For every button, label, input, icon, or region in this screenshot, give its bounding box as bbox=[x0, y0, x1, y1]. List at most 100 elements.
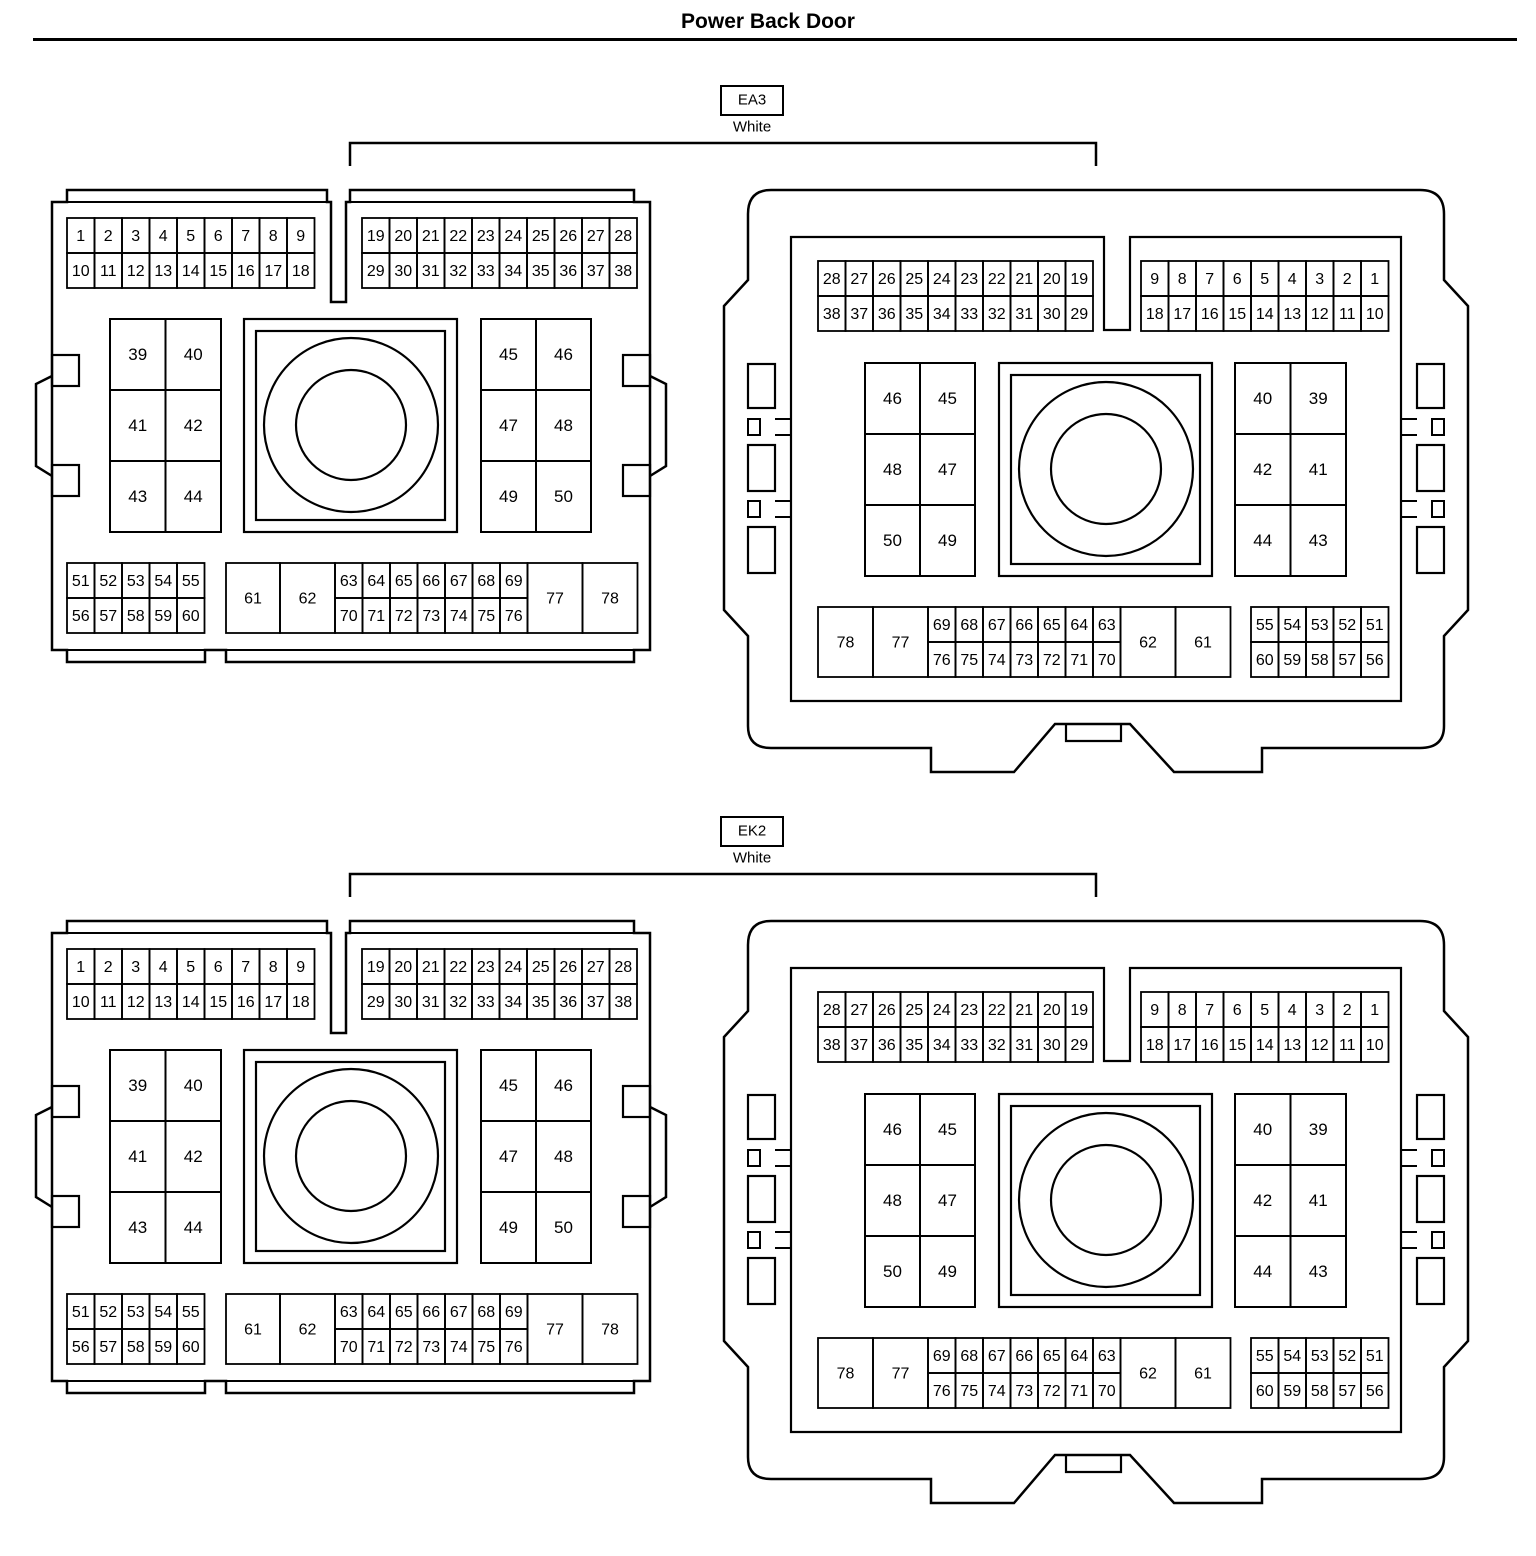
center-housing-outer bbox=[997, 1092, 1214, 1309]
center-housing-inner bbox=[254, 329, 447, 522]
center-housing-outer bbox=[242, 317, 459, 534]
terminal-number: 70 bbox=[340, 1339, 358, 1356]
terminal-number: 54 bbox=[1283, 617, 1301, 634]
terminal-number: 34 bbox=[504, 263, 522, 280]
terminal-number: 75 bbox=[960, 1383, 978, 1400]
terminal-number: 24 bbox=[504, 228, 522, 245]
terminal-cell bbox=[1064, 1026, 1094, 1063]
terminal-number: 40 bbox=[1253, 389, 1272, 408]
terminal-number: 72 bbox=[395, 608, 413, 625]
terminal-number: 59 bbox=[1283, 1383, 1301, 1400]
title-rule bbox=[33, 38, 1517, 41]
terminal-number: 68 bbox=[477, 573, 495, 590]
terminal-cell bbox=[176, 1328, 206, 1365]
terminal-number: 7 bbox=[1205, 271, 1214, 288]
terminal-number: 64 bbox=[367, 1304, 385, 1321]
terminal-number: 35 bbox=[532, 263, 550, 280]
center-ring-outer bbox=[1017, 380, 1195, 558]
terminal-number: 60 bbox=[182, 1339, 200, 1356]
terminal-number: 50 bbox=[554, 487, 573, 506]
terminal-number: 35 bbox=[905, 306, 923, 323]
terminal-number: 4 bbox=[159, 228, 168, 245]
terminal-number: 72 bbox=[1043, 652, 1061, 669]
terminal-number: 76 bbox=[933, 1383, 951, 1400]
terminal-number: 3 bbox=[131, 959, 140, 976]
side-rib bbox=[746, 362, 777, 410]
connector-bracket bbox=[348, 872, 1098, 897]
terminal-number: 19 bbox=[1070, 1002, 1088, 1019]
terminal-number: 73 bbox=[422, 1339, 440, 1356]
terminal-number: 27 bbox=[850, 1002, 868, 1019]
terminal-number: 56 bbox=[72, 1339, 90, 1356]
terminal-number: 3 bbox=[131, 228, 140, 245]
terminal-number: 25 bbox=[905, 1002, 923, 1019]
terminal-number: 14 bbox=[1256, 1037, 1274, 1054]
terminal-number: 56 bbox=[1366, 652, 1384, 669]
connector-bracket bbox=[348, 141, 1098, 166]
terminal-number: 30 bbox=[394, 263, 412, 280]
terminal-number: 17 bbox=[1173, 306, 1191, 323]
terminal-number: 1 bbox=[1370, 1002, 1379, 1019]
terminal-number: 76 bbox=[505, 608, 523, 625]
terminal-number: 6 bbox=[1233, 271, 1242, 288]
terminal-number: 30 bbox=[1043, 306, 1061, 323]
terminal-number: 59 bbox=[154, 1339, 172, 1356]
terminal-number: 31 bbox=[422, 994, 440, 1011]
terminal-number: 71 bbox=[1070, 1383, 1088, 1400]
terminal-number: 35 bbox=[532, 994, 550, 1011]
side-rib-notch bbox=[747, 1231, 761, 1249]
terminal-number: 36 bbox=[878, 306, 896, 323]
terminal-cell bbox=[535, 1191, 592, 1264]
side-latch-left bbox=[34, 374, 53, 478]
terminal-number: 44 bbox=[184, 1218, 203, 1237]
terminal-number: 32 bbox=[988, 306, 1006, 323]
terminal-cell bbox=[919, 1235, 976, 1308]
terminal-number: 42 bbox=[1253, 460, 1272, 479]
terminal-number: 10 bbox=[1366, 1037, 1384, 1054]
terminal-number: 73 bbox=[1015, 1383, 1033, 1400]
terminal-number: 61 bbox=[1194, 1366, 1212, 1383]
terminal-number: 51 bbox=[72, 1304, 90, 1321]
terminal-number: 10 bbox=[1366, 306, 1384, 323]
terminal-cell bbox=[286, 252, 316, 289]
terminal-number: 49 bbox=[938, 531, 957, 550]
side-rib bbox=[1415, 362, 1446, 410]
terminal-number: 2 bbox=[104, 228, 113, 245]
terminal-number: 36 bbox=[559, 263, 577, 280]
side-rib bbox=[746, 443, 777, 493]
terminal-number: 29 bbox=[1070, 306, 1088, 323]
terminal-number: 44 bbox=[1253, 1262, 1272, 1281]
terminal-number: 60 bbox=[1256, 1383, 1274, 1400]
terminal-number: 71 bbox=[367, 1339, 385, 1356]
side-rib bbox=[746, 1256, 777, 1306]
lock-tab bbox=[1064, 724, 1123, 743]
terminal-cell bbox=[1360, 1372, 1390, 1409]
terminal-number: 68 bbox=[960, 1348, 978, 1365]
terminal-number: 78 bbox=[601, 1322, 619, 1339]
side-latch-right bbox=[649, 374, 668, 478]
terminal-cell bbox=[919, 504, 976, 577]
terminal-number: 62 bbox=[299, 1322, 317, 1339]
terminal-number: 10 bbox=[72, 263, 90, 280]
side-rib-step bbox=[775, 418, 792, 436]
terminal-number: 58 bbox=[1311, 1383, 1329, 1400]
side-rib-step bbox=[775, 1149, 792, 1167]
terminal-number: 76 bbox=[933, 652, 951, 669]
terminal-number: 26 bbox=[559, 959, 577, 976]
terminal-number: 73 bbox=[422, 608, 440, 625]
terminal-number: 37 bbox=[850, 1037, 868, 1054]
terminal-number: 28 bbox=[823, 1002, 841, 1019]
terminal-cell bbox=[608, 252, 638, 289]
terminal-number: 2 bbox=[1343, 271, 1352, 288]
terminal-number: 18 bbox=[292, 994, 310, 1011]
terminal-number: 47 bbox=[499, 1147, 518, 1166]
terminal-number: 30 bbox=[1043, 1037, 1061, 1054]
terminal-number: 50 bbox=[883, 1262, 902, 1281]
terminal-number: 70 bbox=[1098, 652, 1116, 669]
terminal-number: 42 bbox=[184, 1147, 203, 1166]
terminal-number: 17 bbox=[264, 994, 282, 1011]
terminal-number: 67 bbox=[988, 1348, 1006, 1365]
terminal-number: 39 bbox=[128, 345, 147, 364]
center-ring-outer bbox=[262, 1067, 440, 1245]
terminal-number: 4 bbox=[159, 959, 168, 976]
